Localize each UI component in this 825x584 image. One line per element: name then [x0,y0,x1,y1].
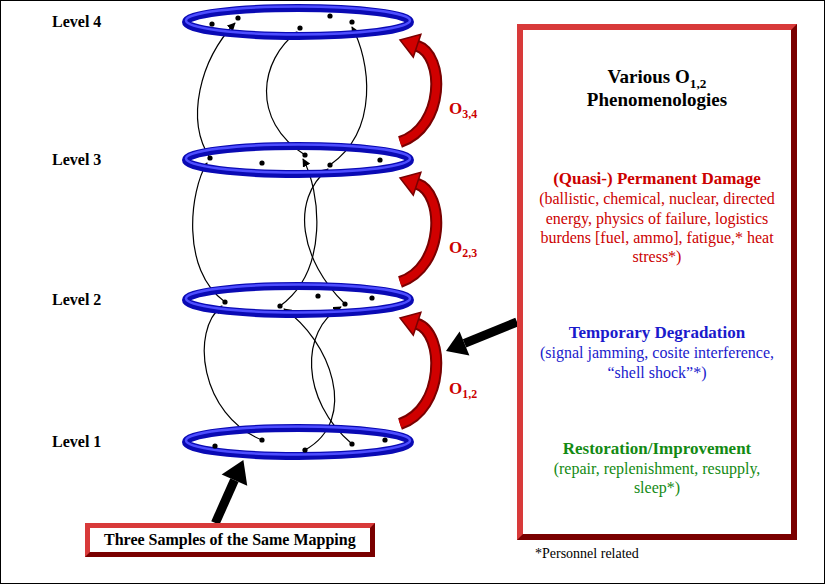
mapping-arrow [198,23,235,158]
transition-arrow-outline [400,324,436,424]
level-ring: Level 2 [40,282,412,318]
state-dot [302,447,307,452]
level-label: Level 4 [52,13,101,31]
state-dot [377,157,382,162]
state-dot [212,443,217,448]
ring-highlight [186,285,410,313]
transition-arrow [400,324,436,424]
ring [186,146,410,174]
ring [186,428,410,456]
mapping-arrow [193,163,225,302]
mapping-arrows [193,23,367,450]
operator-label: O2,3 [449,238,477,258]
ring [186,286,410,314]
level-label: Level 2 [52,291,101,309]
category-examples: (signal jamming, cosite interference, “s… [537,343,777,381]
transition-arrow-outline [400,46,436,142]
state-dot [302,152,307,157]
state-dot [349,19,354,24]
arrowhead [222,460,248,486]
ring [186,8,410,36]
panel-title: Various O1,2 Phenomenologies [537,66,777,112]
text-group: (Quasi-) Permanent Damage(ballistic, che… [537,169,777,266]
pointer-shaft [465,322,518,343]
transition-arrow-outline [400,184,436,282]
arrowheads [400,34,421,57]
phenomenology-panel: Various O1,2 Phenomenologies (Quasi-) Per… [517,24,797,540]
state-dot [207,155,212,160]
connector [400,34,436,142]
level-label: Level 1 [52,433,101,451]
state-dot [349,441,354,446]
category-heading: Restoration/Improvement [537,439,777,459]
arrowhead [400,172,421,195]
subscript: 2,3 [462,246,477,260]
state-dot [327,13,332,18]
caption-box: Three Samples of the Same Mapping [85,523,375,557]
subscript: 3,4 [462,107,477,121]
arrowhead [400,34,421,57]
level-ring: Level 1 [40,424,412,460]
pointer-arrow [446,322,517,355]
category-heading: (Quasi-) Permanent Damage [537,169,777,189]
footnote: *Personnel related [535,546,639,562]
arrowheads [400,312,421,335]
state-dot [342,301,347,306]
arrowheads [400,172,421,195]
mapping-arrow [204,306,262,440]
state-dot [297,25,302,30]
transition-arrow [400,184,436,282]
ring-highlight [186,7,410,35]
arrowhead [400,312,421,335]
state-dot [327,162,332,167]
state-dot [259,437,264,442]
category-heading: Temporary Degradation [537,323,777,343]
connector [400,312,436,424]
operator-label: O1,2 [449,379,477,399]
level-label: Level 3 [52,151,101,169]
box-label: Three Samples of the Same Mapping [104,531,356,549]
pointer-arrow [215,480,234,523]
pointer-head [446,331,469,355]
transition-arrow [400,46,436,142]
state-dot [369,295,374,300]
text-group: Temporary Degradation(signal jamming, co… [537,323,777,382]
ring-highlight [186,427,410,455]
state-dot [315,293,320,298]
state-dot [209,21,214,26]
subscript: 1,2 [690,76,707,91]
operator-label: O3,4 [449,99,477,119]
state-dot [382,437,387,442]
category-examples: (repair, replenishment, resupply, sleep*… [537,459,777,497]
text-group: Various O1,2 Phenomenologies [537,66,777,112]
level-ring: Level 4 [40,4,412,40]
state-dot [259,160,264,165]
category-examples: (ballistic, chemical, nuclear, directed … [537,189,777,266]
ring-highlight [186,145,410,173]
mapping-arrow [266,32,305,155]
connector [215,460,247,523]
arrowheads [222,460,248,486]
text-group: Restoration/Improvement(repair, replenis… [537,439,777,498]
state-dot [222,299,227,304]
mapping-arrow [312,307,352,444]
subscript: 1,2 [462,387,477,401]
state-dot [277,303,282,308]
state-dot [235,15,240,20]
level-ring: Level 3 [40,142,412,178]
connector [400,172,436,282]
